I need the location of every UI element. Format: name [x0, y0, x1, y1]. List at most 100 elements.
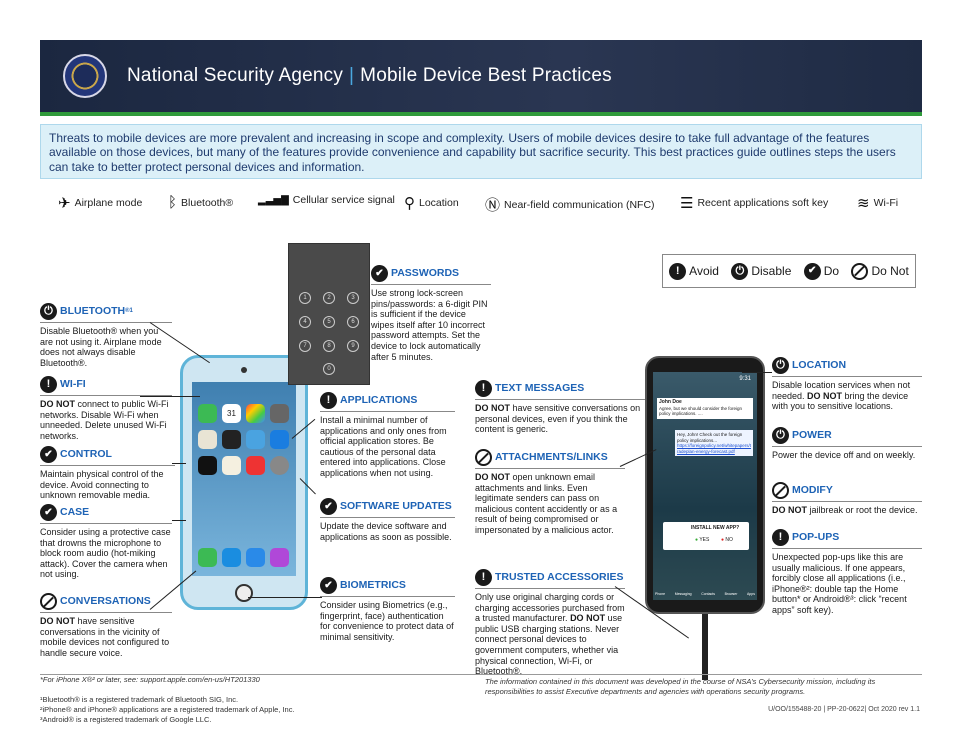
disable-icon [731, 262, 749, 280]
popup-no-button[interactable]: ● NO [721, 537, 733, 543]
disable-icon [40, 303, 57, 320]
section-body: Install a minimal number of applications… [320, 415, 447, 478]
heading-text: BIOMETRICS [340, 579, 406, 592]
keypad-digit: 8 [323, 340, 335, 352]
dock-apps[interactable]: Apps [746, 592, 755, 596]
section-software-updates: SOFTWARE UPDATES Update the device softw… [320, 498, 455, 542]
section-control: CONTROL Maintain physical control of the… [40, 446, 175, 501]
maps-app-icon [198, 430, 217, 449]
disclaimer: The information contained in this docume… [485, 677, 876, 696]
heading-text: MODIFY [792, 484, 833, 497]
section-body: Consider using Biometrics (e.g., fingerp… [320, 600, 454, 642]
emphasis: DO NOT [475, 403, 510, 413]
key-do-not: Do Not [851, 262, 909, 280]
avoid-icon [669, 262, 687, 280]
disable-icon [772, 427, 789, 444]
message-bubble-received: John Doe Agree, but we should consider t… [657, 398, 753, 419]
section-body: Disable location services when not neede… [772, 380, 922, 412]
doc-title: Mobile Device Best Practices [360, 65, 612, 86]
nfc-icon: Ⓝ [485, 197, 501, 214]
section-body: DO NOT open unknown email attachments an… [475, 472, 625, 536]
do-icon [40, 446, 57, 463]
key-label: Avoid [689, 264, 719, 278]
section-case: CASE Consider using a protective case th… [40, 504, 172, 580]
section-heading: MODIFY [772, 482, 922, 502]
popup-title: INSTALL NEW APP? [691, 525, 740, 531]
leader-line [742, 372, 772, 373]
section-body: Consider using a protective case that dr… [40, 527, 171, 580]
body-text: bring the device with you to sensitive l… [772, 390, 909, 412]
section-heading: PASSWORDS [371, 265, 491, 285]
body-text: jailbreak or root the device. [807, 505, 918, 515]
keypad-digit: 1 [299, 292, 311, 304]
section-body: Disable Bluetooth® when you are not usin… [40, 326, 162, 368]
do-icon [320, 498, 337, 515]
do-not-icon [475, 449, 492, 466]
no-label: NO [725, 537, 733, 543]
heading-text: PASSWORDS [391, 267, 460, 280]
yes-label: YES [699, 537, 710, 543]
leader-line [172, 520, 186, 521]
intro-text: Threats to mobile devices are more preva… [40, 124, 922, 179]
body-text: connect to public Wi-Fi networks. Disabl… [40, 399, 169, 441]
android-illustration: 9:31 John Doe Agree, but we should consi… [645, 356, 765, 614]
section-heading: CONVERSATIONS [40, 593, 172, 613]
dock-contacts[interactable]: Contacts [701, 592, 715, 596]
message-bubble-link: Hey, John! Check out the foreign policy … [675, 430, 753, 456]
title-separator: | [349, 65, 355, 86]
avoid-icon [40, 376, 57, 393]
leader-line [172, 463, 186, 464]
suspicious-link[interactable]: https://foreignpolicy.net/whitepapers/tr… [677, 443, 751, 454]
section-location: LOCATION Disable location services when … [772, 357, 922, 412]
notes-app-icon [222, 456, 241, 475]
messages-app-icon [198, 404, 217, 423]
section-heading: TRUSTED ACCESSORIES [475, 569, 625, 589]
section-body: DO NOT have sensitive conversations in t… [40, 616, 172, 658]
emphasis: DO NOT [570, 613, 606, 624]
section-modify: MODIFY DO NOT jailbreak or root the devi… [772, 482, 922, 516]
section-heading: ATTACHMENTS/LINKS [475, 449, 625, 469]
heading-text: BLUETOOTH [60, 305, 126, 318]
do-not-icon [772, 482, 789, 499]
phone-app-icon [198, 548, 217, 567]
heading-text: POP-UPS [792, 531, 840, 544]
bluetooth-icon: ᛒ [168, 194, 178, 211]
body-text: have sensitive conversations on personal… [475, 403, 641, 435]
heading-text: SOFTWARE UPDATES [340, 500, 452, 513]
video-app-icon [246, 456, 265, 475]
header-banner: National Security Agency|Mobile Device B… [40, 40, 922, 116]
keypad-digit: 5 [323, 316, 335, 328]
section-heading: CASE [40, 504, 172, 524]
dock-messaging[interactable]: Messaging [674, 592, 692, 596]
iphone-illustration: 31 [180, 355, 308, 610]
recent-apps-icon: ☰ [680, 195, 694, 212]
iphone-note: *For iPhone X®² or later, see: support.a… [40, 675, 260, 684]
section-body: Power the device off and on weekly. [772, 450, 916, 460]
heading-text: APPLICATIONS [340, 394, 418, 407]
keypad-digit: 4 [299, 316, 311, 328]
music-app-icon [270, 548, 289, 567]
photos-app-icon [246, 404, 265, 423]
key-label: Do [823, 264, 840, 278]
location-icon: ⚲ [404, 195, 415, 212]
cellular-signal-icon: ▂▃▅▇ [258, 194, 289, 206]
section-heading: BIOMETRICS [320, 577, 455, 597]
dock-phone[interactable]: Phone [655, 592, 666, 596]
popup-yes-button[interactable]: ● YES [695, 537, 709, 543]
emphasis: DO NOT [807, 390, 843, 401]
airplane-icon: ✈ [58, 195, 71, 212]
body-text: Disable location services when not neede… [772, 380, 911, 401]
section-heading: POP-UPS [772, 529, 922, 549]
section-body: DO NOT have sensitive conversations on p… [475, 403, 645, 435]
section-body: Maintain physical control of the device.… [40, 469, 164, 501]
disable-icon [772, 357, 789, 374]
dock-browser[interactable]: Browser [724, 592, 738, 596]
legend-cellular: ▂▃▅▇Cellular service signal [258, 194, 395, 206]
footer-divider [40, 674, 922, 675]
heading-text: CONVERSATIONS [60, 595, 151, 608]
section-heading: LOCATION [772, 357, 922, 377]
section-wifi: WI-FI DO NOT connect to public Wi-Fi net… [40, 376, 172, 441]
phone-screen: 9:31 John Doe Agree, but we should consi… [653, 372, 757, 600]
section-attachments: ATTACHMENTS/LINKS DO NOT open unknown em… [475, 449, 625, 536]
